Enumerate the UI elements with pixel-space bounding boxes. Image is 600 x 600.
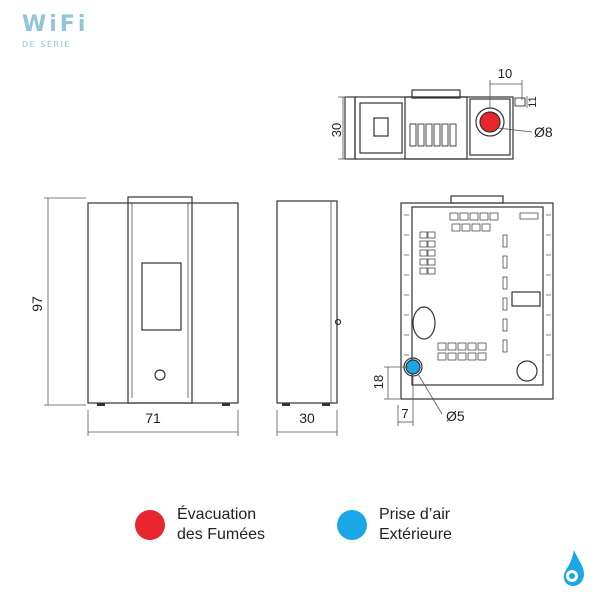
legend-air-line1: Prise d’air — [379, 506, 451, 523]
top-view-left-panel — [344, 96, 356, 160]
top-view-vents — [409, 123, 457, 147]
air-intake-blue-dot — [405, 359, 421, 375]
wifi-subtitle: DE SÉRIE — [22, 40, 71, 49]
top-view-switch — [373, 117, 389, 137]
front-view-outline — [87, 202, 239, 404]
top-view-hopper-lid — [411, 89, 461, 99]
flue-outlet-red-dot — [479, 111, 501, 133]
dim-side-depth: 30 — [299, 410, 315, 426]
flame-drop-logo-icon — [560, 548, 588, 593]
top-view — [344, 89, 526, 160]
front-view-glass — [141, 262, 182, 331]
top-view-dims — [338, 80, 533, 160]
side-view-dims — [276, 410, 338, 436]
technical-drawing: 30 10 11 Ø8 97 71 — [29, 66, 554, 436]
rear-view-inner — [411, 206, 544, 386]
legend-air: Prise d’air Extérieure — [337, 505, 452, 545]
legend-flue-line2: des Fumées — [177, 526, 266, 543]
front-view-door — [127, 196, 193, 404]
dim-front-width: 71 — [145, 410, 161, 426]
front-view — [87, 196, 239, 406]
rear-view-outline — [400, 202, 554, 400]
rear-view-vent-circle — [516, 360, 538, 382]
rear-view — [400, 195, 554, 400]
rear-view-dims — [384, 366, 443, 426]
blue-dot-icon — [337, 510, 367, 540]
legend-air-line2: Extérieure — [379, 526, 452, 543]
top-view-center-block — [404, 96, 468, 160]
dim-rear-height: 18 — [371, 375, 386, 389]
legend-flue: Évacuation des Fumées — [135, 505, 265, 545]
top-view-connector — [514, 97, 526, 107]
rear-view-grid — [419, 212, 539, 361]
dim-top-offset: 10 — [498, 66, 512, 81]
side-view-outline — [276, 200, 338, 404]
rear-view-side-ticks — [404, 214, 551, 356]
dim-height: 97 — [29, 296, 45, 312]
dim-air-diameter: Ø5 — [446, 408, 465, 424]
front-view-dims — [44, 197, 239, 436]
front-view-button — [154, 369, 166, 381]
red-dot-icon — [135, 510, 165, 540]
legend-flue-line1: Évacuation — [177, 506, 257, 523]
wifi-badge: WiFi DE SÉRIE — [22, 12, 88, 49]
top-view-control-box — [359, 102, 403, 154]
legend-flue-label: Évacuation des Fumées — [177, 505, 265, 545]
side-view — [276, 200, 342, 406]
wifi-title: WiFi — [22, 12, 89, 37]
side-view-knob — [334, 318, 342, 326]
dim-rear-offset: 7 — [401, 406, 408, 421]
rear-view-top-lip — [450, 195, 504, 204]
dim-flue-diameter: Ø8 — [534, 124, 553, 140]
legend-air-label: Prise d’air Extérieure — [379, 505, 452, 545]
rear-view-plate — [511, 291, 541, 307]
dim-top-depth: 30 — [329, 123, 344, 137]
rear-view-oval-port — [412, 306, 436, 340]
dim-top-small: 11 — [527, 96, 539, 107]
